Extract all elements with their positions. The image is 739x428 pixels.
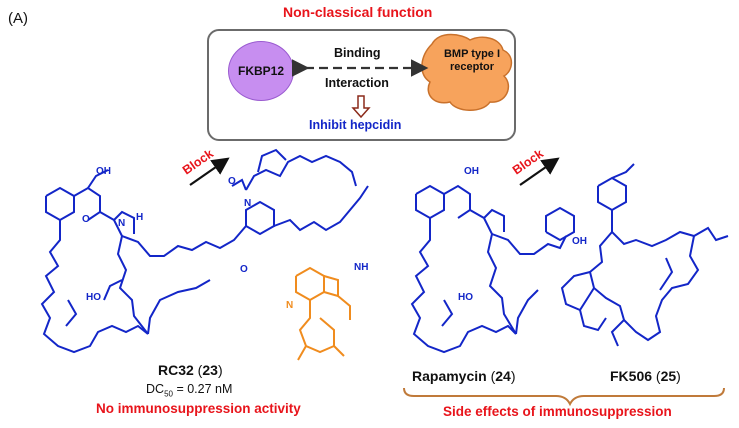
atom-label: HO — [458, 292, 473, 303]
rc32-macrocycle — [40, 169, 275, 354]
block-arrow-left — [189, 157, 230, 186]
fk506-macrocycle — [560, 163, 729, 347]
atom-label: OH — [572, 236, 587, 247]
rc32-dc50: DC50 = 0.27 nM — [146, 382, 232, 399]
fk506-name: FK506 (25) — [610, 368, 681, 384]
rapamycin-name: Rapamycin (24) — [412, 368, 516, 384]
binding-label: Binding — [334, 46, 381, 60]
atom-label: O — [240, 264, 248, 275]
mechanism-title: Non-classical function — [283, 4, 433, 20]
rc32-name: RC32 (23) — [158, 362, 223, 378]
dc50-subscript: 50 — [164, 389, 173, 399]
rc32-caption: No immunosuppression activity — [96, 401, 301, 416]
outcome-label: Inhibit hepcidin — [309, 118, 402, 132]
rc32-pomalidomide — [295, 266, 351, 361]
block-arrow-right — [519, 157, 560, 186]
fk506-label: FK506 — [610, 368, 653, 384]
atom-label: O — [228, 176, 236, 187]
bmp-receptor-label: BMP type I receptor — [443, 48, 501, 73]
atom-label: OH — [96, 166, 111, 177]
atom-label: OH — [464, 166, 479, 177]
atom-label: NH — [354, 262, 369, 273]
rapamycin-macrocycle — [410, 184, 575, 354]
rapamycin-number: 24 — [495, 368, 511, 384]
atom-label: N — [244, 198, 252, 209]
dc50-value: = 0.27 nM — [172, 382, 233, 396]
outcome-down-arrow — [351, 95, 371, 119]
dc50-label: DC — [146, 382, 165, 396]
fk506-number: 25 — [660, 368, 677, 384]
curly-brace — [403, 387, 725, 407]
fkbp12-label: FKBP12 — [237, 64, 284, 78]
bmp-receptor-blob — [421, 33, 513, 111]
rapamycin-label: Rapamycin — [412, 368, 487, 384]
rc32-number: 23 — [202, 362, 218, 378]
rc32-linker — [231, 148, 369, 232]
atom-label: O — [82, 214, 90, 225]
interaction-label: Interaction — [325, 76, 389, 90]
rc32-label: RC32 — [158, 362, 194, 378]
atom-label: N — [118, 218, 126, 229]
atom-label: N — [286, 300, 294, 311]
panel-label: (A) — [8, 10, 28, 27]
atom-label: HO — [86, 292, 101, 303]
atom-label: H — [136, 212, 144, 223]
side-effects-caption: Side effects of immunosuppression — [443, 404, 672, 419]
